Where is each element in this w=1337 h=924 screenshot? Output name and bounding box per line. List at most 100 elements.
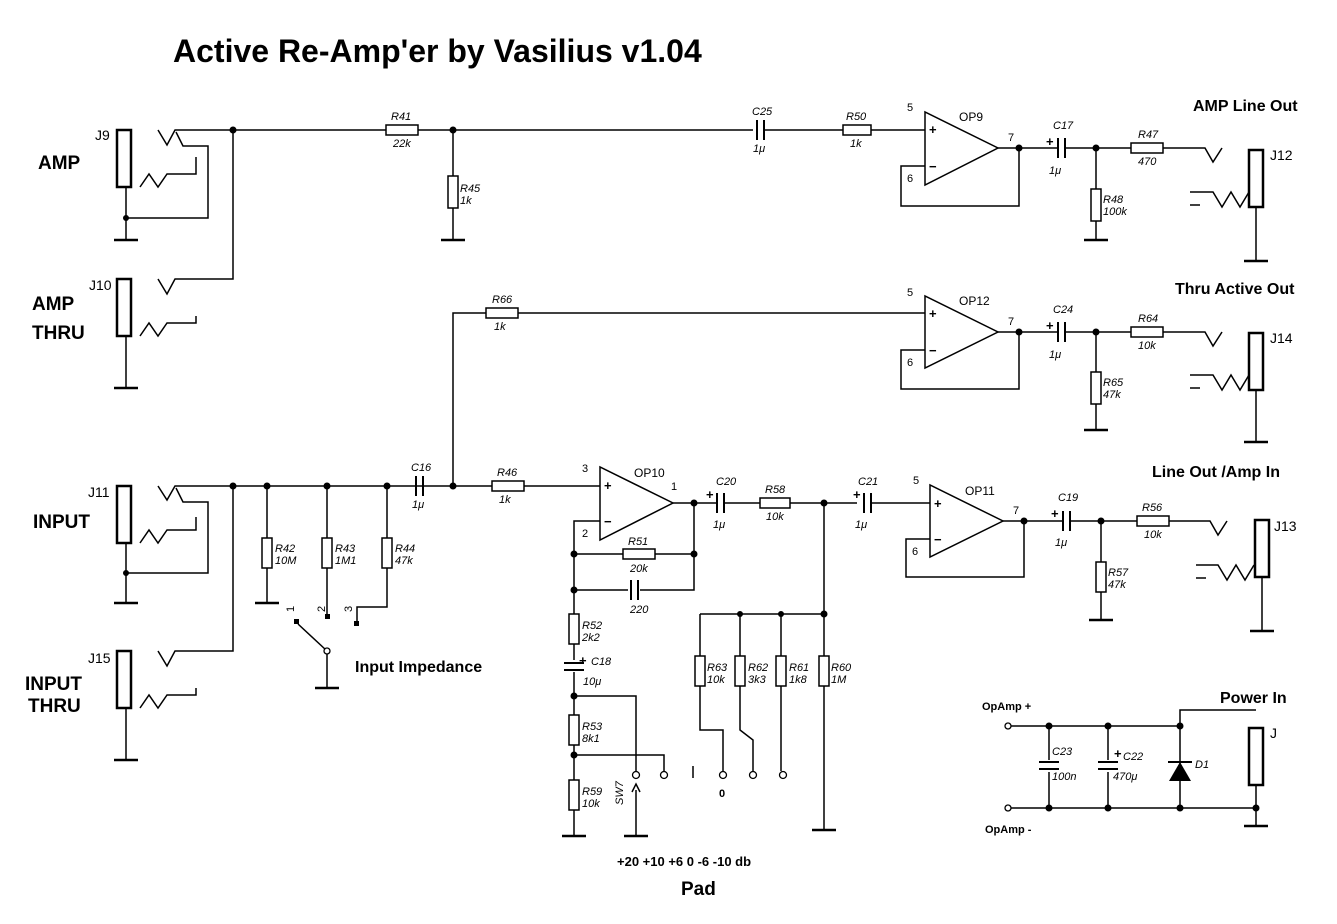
component-ref: R59	[582, 786, 602, 798]
opamp-minus: −	[604, 514, 612, 529]
component-ref: C17	[1053, 120, 1074, 132]
jack-j13	[1196, 518, 1276, 633]
component-ref: R58	[765, 484, 786, 496]
component-ref: R48	[1103, 194, 1124, 206]
component-value: 1k	[460, 195, 472, 207]
resistor-r66	[485, 307, 519, 319]
component-ref: C19	[1058, 492, 1078, 504]
pin-number: 5	[913, 475, 919, 487]
component-value: 10k	[582, 798, 600, 810]
switch-position: 3	[343, 606, 355, 612]
component-ref: R43	[335, 543, 356, 555]
component-ref: R50	[846, 111, 867, 123]
section-label-line-out-amp-in: Line Out /Amp In	[1152, 464, 1280, 481]
component-value: 1M1	[335, 555, 356, 567]
jack-ref: J9	[95, 127, 110, 143]
pin-number: 5	[907, 287, 913, 299]
resistor-r62	[734, 655, 746, 687]
component-value: 1μ	[713, 519, 725, 531]
section-label-thru-active-out: Thru Active Out	[1175, 281, 1295, 298]
switch-position: 2	[316, 606, 328, 612]
pin-number: 7	[1013, 505, 1019, 517]
jack-label-amp-thru-1: AMP	[32, 294, 75, 315]
switch-position: 1	[285, 606, 297, 612]
capacitor-c20	[716, 493, 725, 513]
component-value: 1μ	[1049, 165, 1061, 177]
capacitor-c19	[1062, 511, 1071, 531]
component-ref: R57	[1108, 567, 1129, 579]
component-value: 47k	[1103, 389, 1121, 401]
polarity-plus: +	[579, 653, 587, 668]
polarity-plus: +	[1051, 506, 1059, 521]
jack-j15	[112, 486, 234, 762]
switch-ref: SW7	[614, 780, 626, 805]
component-value: 10k	[707, 674, 725, 686]
opamp-minus: −	[934, 532, 942, 547]
section-label-power-in: Power In	[1220, 690, 1287, 707]
pin-number: 6	[907, 357, 913, 369]
resistor-r61	[775, 655, 787, 687]
component-ref: C21	[858, 476, 878, 488]
component-ref: C20	[716, 476, 737, 488]
jack-label-amp-thru-2: THRU	[32, 323, 85, 344]
jack-label-input-thru-2: THRU	[28, 696, 81, 717]
capacitor-c16	[415, 476, 424, 496]
resistor-r43	[321, 537, 333, 569]
capacitor-c17	[1057, 138, 1066, 158]
component-ref: C24	[1053, 304, 1073, 316]
component-ref: R51	[628, 536, 648, 548]
resistor-r48	[1090, 188, 1102, 222]
component-ref: R44	[395, 543, 415, 555]
component-value: 20k	[629, 563, 648, 575]
capacitor-c18	[563, 660, 585, 672]
opamp-plus: +	[929, 306, 937, 321]
component-value: 100n	[1052, 771, 1076, 783]
opamp-plus: +	[934, 496, 942, 511]
component-ref: C18	[591, 656, 612, 668]
page-title: Active Re-Amp'er by Vasilius v1.04	[173, 33, 702, 69]
component-value: 1μ	[1049, 349, 1061, 361]
component-ref: R46	[497, 467, 518, 479]
section-label-input-impedance: Input Impedance	[355, 659, 482, 676]
pad-label: Pad	[681, 879, 716, 900]
switch-input-impedance[interactable]	[294, 614, 359, 690]
component-value: 1k	[850, 138, 862, 150]
switch-sw7-pad[interactable]	[574, 695, 788, 836]
component-value: 1μ	[1055, 537, 1067, 549]
jack-ref: J10	[89, 277, 112, 293]
diode-d1	[1168, 761, 1192, 781]
opamp-ref: OP12	[959, 294, 990, 308]
capacitor-c23	[1038, 760, 1060, 772]
jack-j9	[112, 128, 233, 242]
component-value: 470	[1138, 156, 1157, 168]
component-ref: C16	[411, 462, 432, 474]
resistor-r45	[447, 175, 459, 209]
component-ref: R66	[492, 294, 513, 306]
pin-number: 6	[907, 173, 913, 185]
pin-number: 7	[1008, 132, 1014, 144]
polarity-plus: +	[706, 487, 714, 502]
capacitor-c24	[1057, 322, 1066, 342]
resistor-r50	[842, 124, 872, 136]
component-value: 2k2	[581, 632, 600, 644]
component-ref: C23	[1052, 746, 1073, 758]
pad-scale: +20 +10 +6 0 -6 -10 db	[617, 854, 751, 869]
component-value: 10M	[275, 555, 297, 567]
pin-number: 2	[582, 528, 588, 540]
component-value: 1μ	[855, 519, 867, 531]
opamp-ref: OP11	[965, 484, 995, 498]
resistor-r56	[1136, 515, 1170, 527]
opamp-op11	[905, 483, 1063, 578]
jack-ref: J13	[1274, 518, 1297, 534]
component-value: 10k	[1138, 340, 1156, 352]
component-value: 47k	[1108, 579, 1126, 591]
component-ref: R63	[707, 662, 728, 674]
jack-ref: J15	[88, 650, 111, 666]
resistor-r63	[694, 655, 706, 687]
resistor-r57	[1095, 561, 1107, 593]
power-plus-label: OpAmp +	[982, 701, 1031, 713]
component-value: 3k3	[748, 674, 767, 686]
opamp-plus: +	[604, 478, 612, 493]
jack-ref: J11	[88, 484, 110, 500]
component-value: 1M	[831, 674, 847, 686]
